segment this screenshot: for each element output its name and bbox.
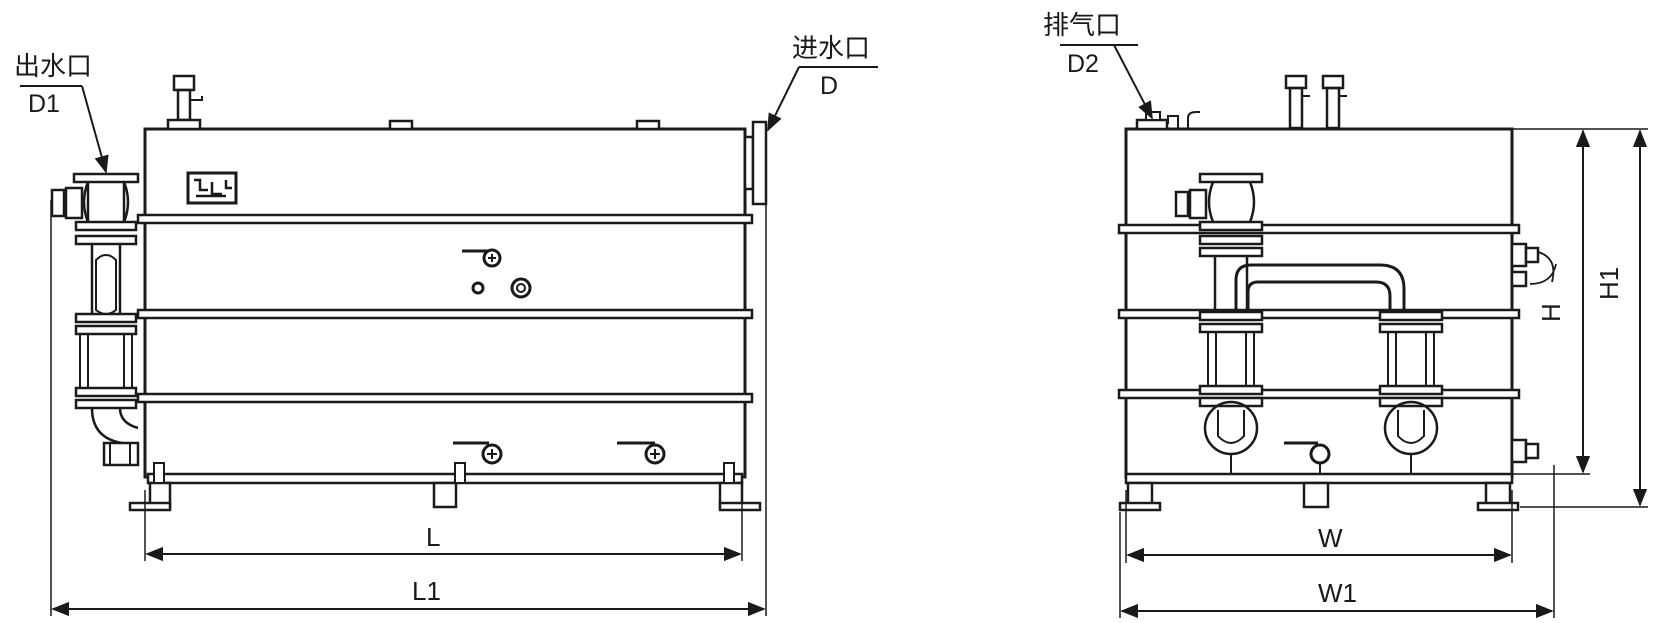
inlet-code: D [820,72,838,100]
dim-length-overall-label: L1 [412,576,441,606]
dim-height-label: H [1536,303,1566,322]
dim-width-overall-label: W1 [1318,578,1357,608]
side-tank-body [1124,127,1514,479]
front-valve-bottom-1 [453,441,503,465]
front-bands [136,213,754,485]
outlet-label: 出水口 [14,52,92,82]
side-top-pipes [1284,74,1347,130]
vent-fitting [1135,111,1200,131]
vent-code: D2 [1067,50,1099,78]
front-top-lug-2 [635,119,661,131]
inlet-label: 进水口 [792,34,870,64]
vent-callout: 排气口 D2 [1043,11,1153,120]
front-top-valve [166,74,203,131]
inlet-flange [743,120,768,206]
dim-height-overall-label: H1 [1594,267,1624,300]
side-connecting-pipe [1234,263,1406,312]
front-top-lug-1 [388,119,414,131]
side-right-assembly [1378,310,1444,474]
nameplate [186,171,238,205]
side-outlet-assembly [1174,172,1264,474]
gauge-port-1 [471,281,485,295]
dim-height-overall: H1 [1520,128,1648,508]
front-view: 出水口 D1 进水口 D L L1 [14,34,878,617]
dim-width-label: W [1318,523,1343,553]
gauge-port-2 [510,277,532,299]
outlet-callout: 出水口 D1 [14,52,109,174]
side-feet [1118,481,1520,512]
side-connectors [1510,242,1557,464]
side-bands [1117,223,1521,485]
dim-height: H [1512,128,1591,475]
front-feet [128,462,762,512]
dim-width-overall: W1 [1119,465,1555,619]
outlet-code: D1 [28,90,60,118]
dim-length: L [144,490,743,562]
dim-length-label: L [426,522,440,552]
side-drain-valve [1284,441,1331,474]
inlet-callout: 进水口 D [767,34,878,132]
front-valve-mid [462,248,502,268]
side-view: 排气口 D2 W W1 H [1043,11,1648,619]
dim-length-overall: L1 [50,200,767,617]
dim-width: W [1125,490,1513,563]
vent-label: 排气口 [1043,11,1121,41]
outlet-assembly [50,172,140,467]
front-valve-bottom-2 [617,441,666,465]
